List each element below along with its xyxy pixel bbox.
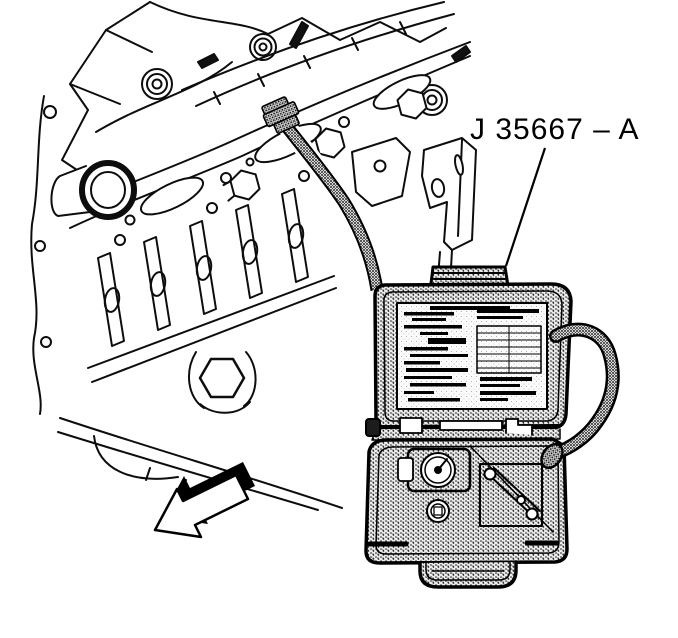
cylinder-head	[61, 1, 471, 173]
instruction-sheet	[396, 302, 548, 410]
direction-arrow	[153, 462, 255, 539]
hose-loop	[540, 322, 620, 470]
head-bolt-top-mid	[249, 33, 277, 61]
case-lid	[373, 282, 573, 431]
oil-drain-plug	[188, 351, 257, 414]
gauge-hose	[261, 96, 387, 292]
coolant-port-ring	[50, 160, 137, 220]
block-hex-bolts	[222, 88, 428, 202]
instruction-table	[476, 325, 542, 374]
pressure-gauge-dial	[397, 447, 472, 493]
hose-fitting	[261, 96, 300, 134]
tool-kit-case	[364, 265, 620, 589]
case-tray	[364, 437, 569, 565]
case-foot	[418, 560, 518, 589]
engine-mount-bracket	[351, 137, 477, 305]
adapter-fitting	[426, 499, 450, 523]
head-bolt-top-left	[141, 68, 173, 100]
tool-label: J 35667 – A	[470, 113, 640, 146]
bleed-valve-nozzle	[479, 463, 543, 527]
engine-block-illustration	[30, 1, 477, 511]
leader-line	[504, 147, 547, 267]
engine-block-face	[30, 95, 337, 415]
case-hinge-band	[365, 417, 561, 441]
